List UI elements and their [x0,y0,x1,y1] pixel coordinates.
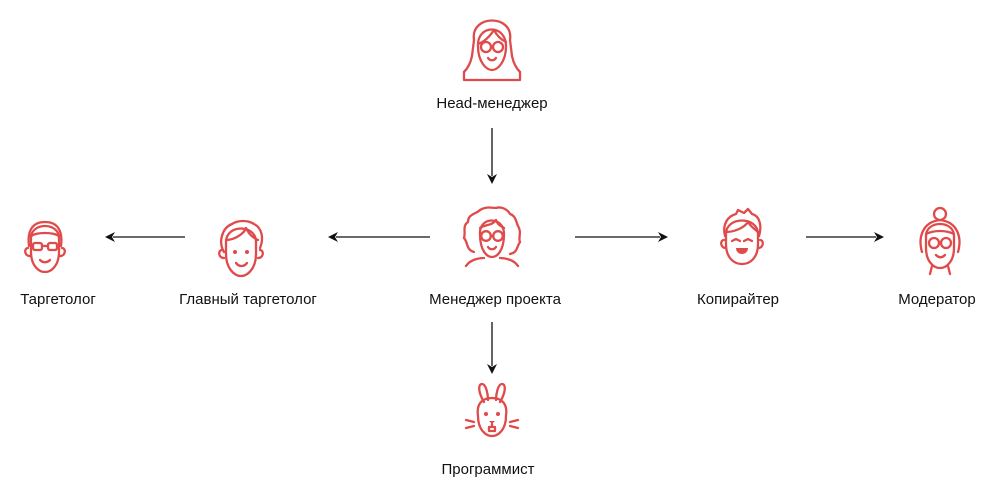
edge-project-manager-to-programmer [487,322,497,374]
rabbit-icon [464,382,520,438]
man-laughing-icon [720,207,764,266]
edge-head-to-project-manager [487,128,497,184]
edge-chief-targetologist-to-targetologist [105,232,185,242]
curly-hair-glasses-icon [462,206,522,268]
label-project-manager: Менеджер проекта [429,291,561,308]
edge-project-manager-to-chief-targetologist [328,232,430,242]
label-targetologist: Таргетолог [20,291,96,308]
man-glasses-icon [24,220,66,274]
label-head-manager: Head-менеджер [436,95,548,112]
edge-project-manager-to-copywriter [575,232,668,242]
man-smile-icon [218,219,264,278]
edge-copywriter-to-moderator [806,232,884,242]
woman-bun-glasses-icon [919,206,961,276]
label-moderator: Модератор [898,291,976,308]
label-copywriter: Копирайтер [696,291,780,308]
woman-glasses-icon [462,19,522,82]
label-chief-targetologist: Главный таргетолог [179,291,317,308]
label-programmer: Программист [441,461,535,478]
